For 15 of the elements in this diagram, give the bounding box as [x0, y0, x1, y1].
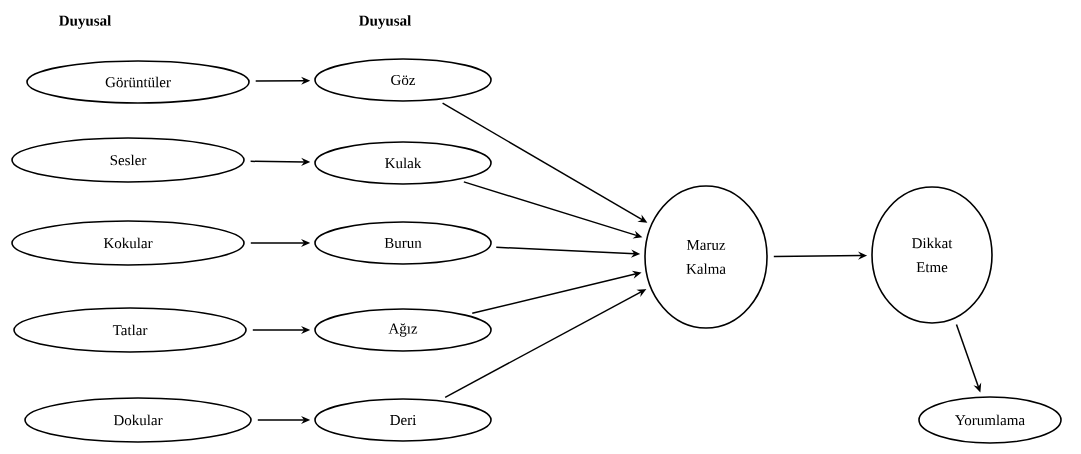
ellipse-node: Kokular	[11, 220, 245, 266]
heading-label: Duyusal	[59, 15, 111, 29]
ellipse-node: Ağız	[314, 308, 492, 352]
ellipse-node: Dikkat Etme	[871, 186, 993, 324]
ellipse-node: Maruz Kalma	[644, 185, 768, 329]
ellipse-node: Deri	[314, 398, 492, 442]
ellipse-node: Göz	[314, 58, 492, 102]
ellipse-node: Yorumlama	[918, 396, 1062, 444]
ellipse-node: Dokular	[24, 397, 252, 443]
ellipse-node: Burun	[314, 221, 492, 265]
heading-label: Duyusal	[359, 15, 411, 29]
ellipse-node: Görüntüler	[26, 60, 250, 104]
ellipse-node: Kulak	[314, 141, 492, 185]
ellipse-node: Tatlar	[13, 307, 247, 353]
ellipse-node: Sesler	[11, 137, 245, 183]
